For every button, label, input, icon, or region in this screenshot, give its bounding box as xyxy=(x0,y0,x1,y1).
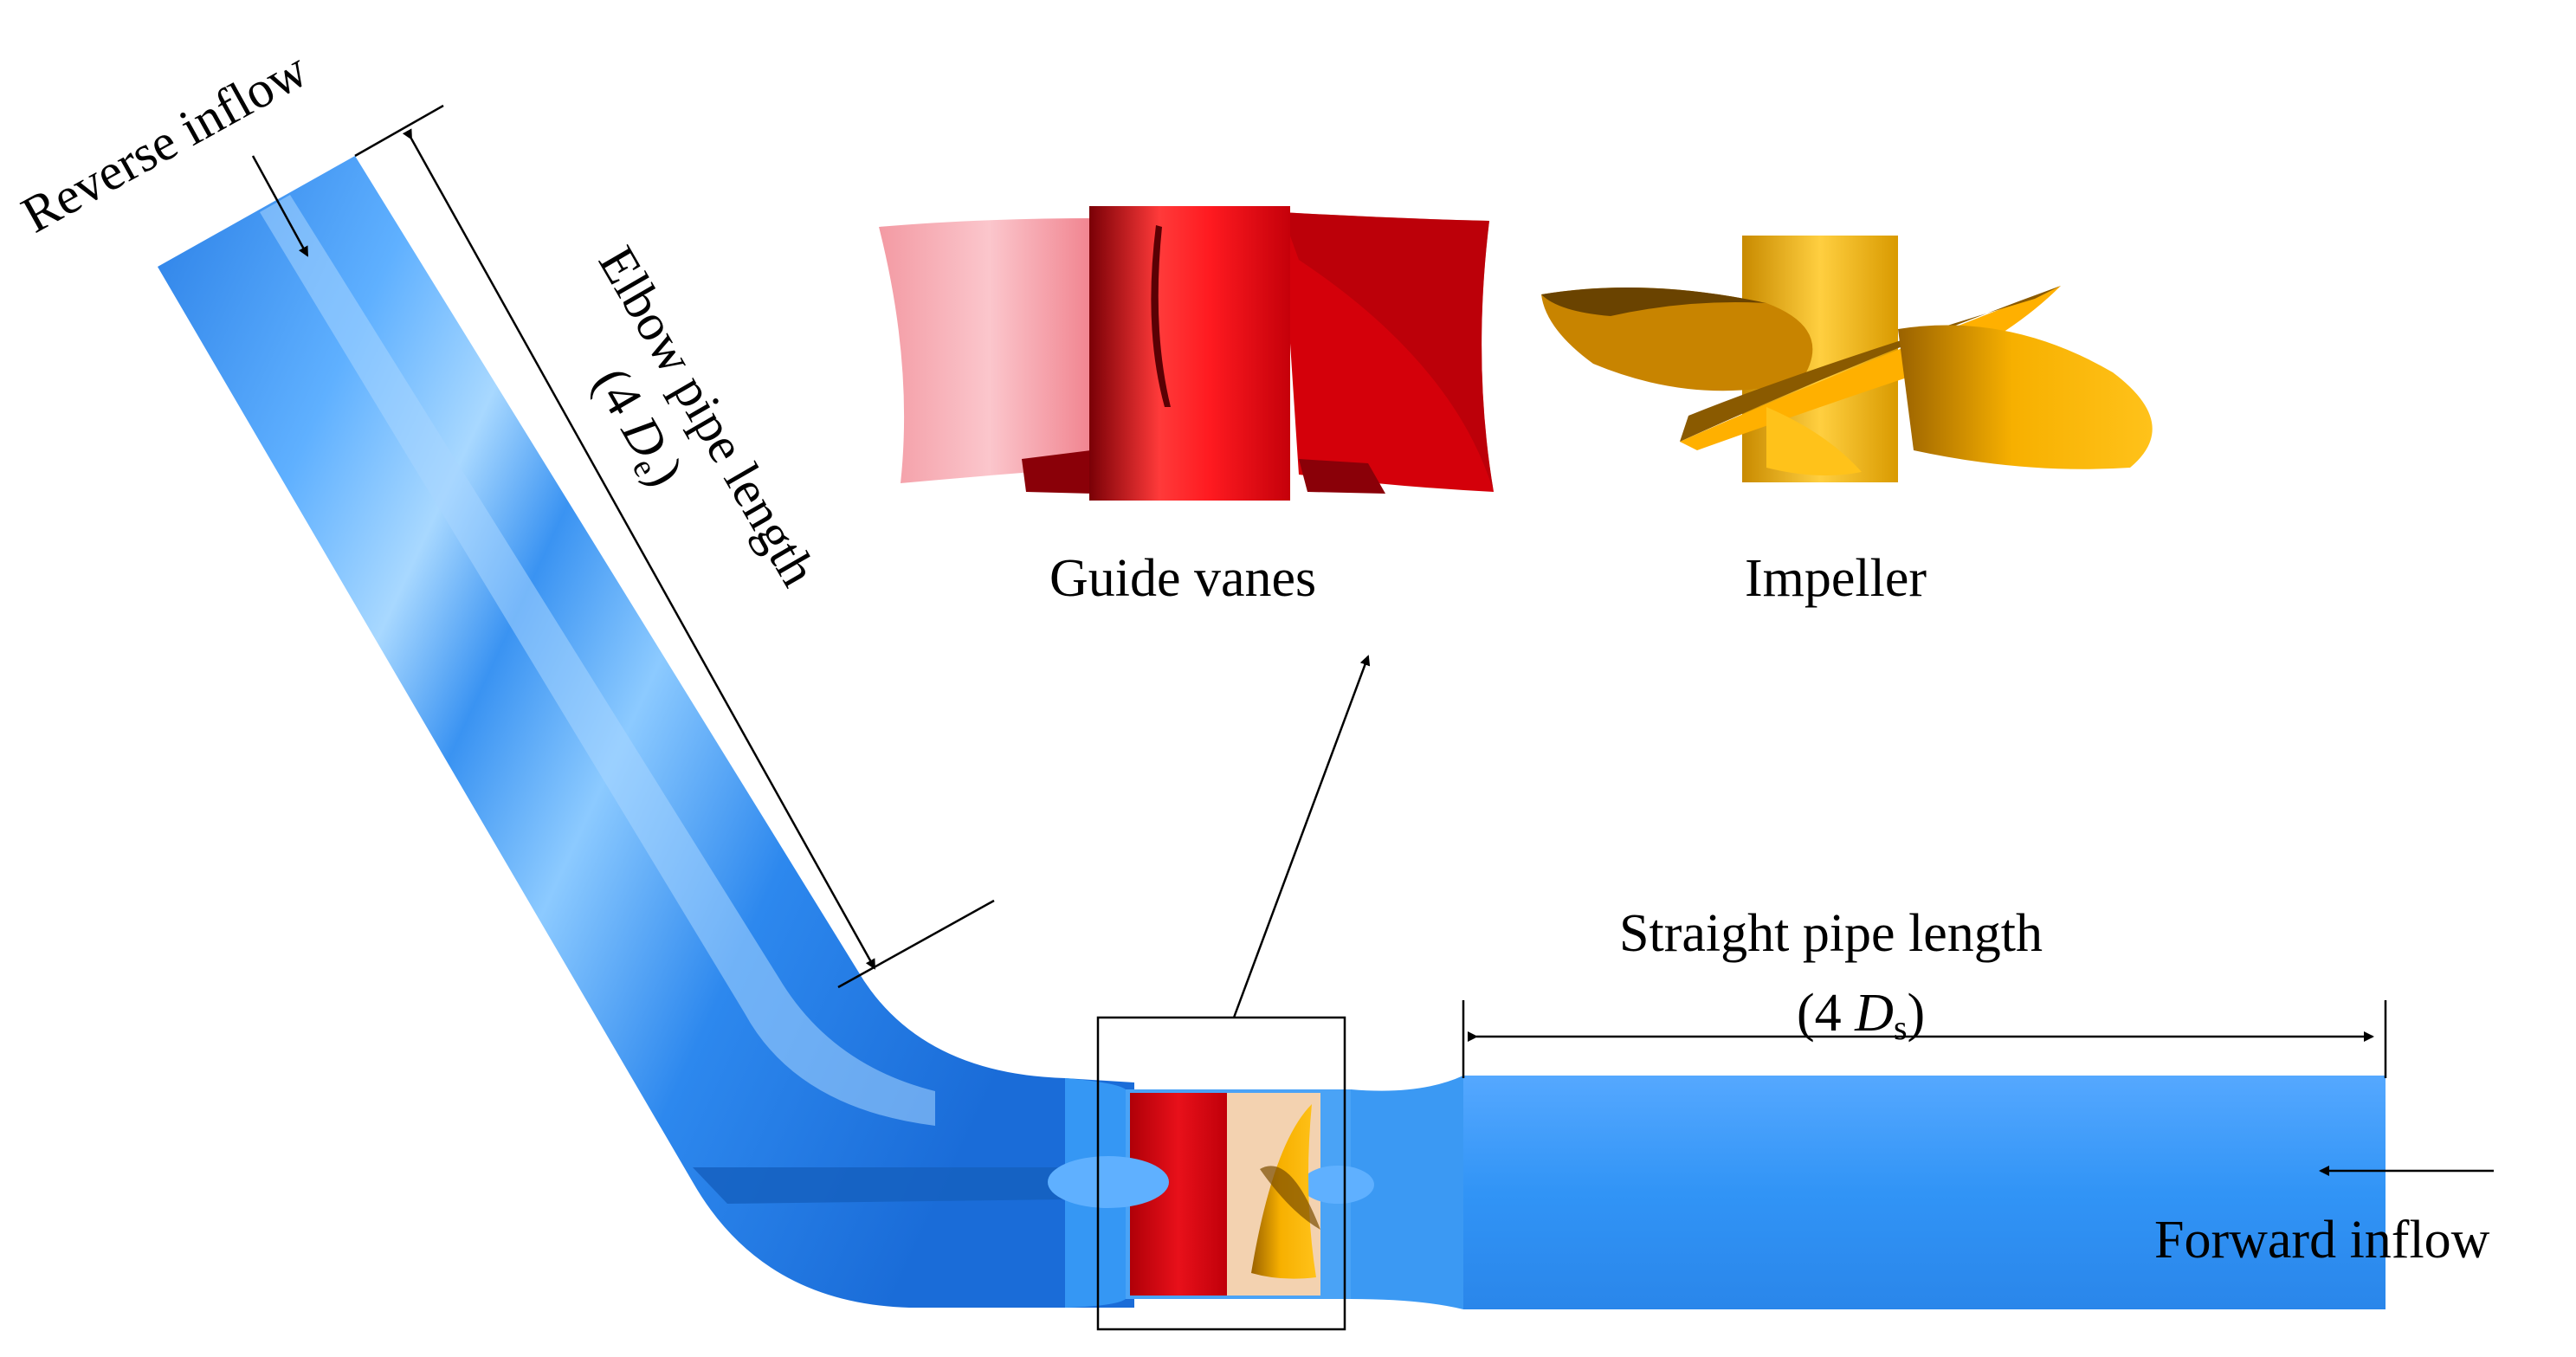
guide-vane-right-shade xyxy=(1282,212,1494,492)
guide-vane-back-left xyxy=(1022,450,1093,494)
pump-hub-tail xyxy=(1301,1166,1374,1204)
guide-vanes-render xyxy=(879,206,1494,501)
pump-guide-vanes-ring xyxy=(1227,1093,1244,1296)
guide-vane-hub-shadow xyxy=(1151,225,1171,407)
straight-dim-close: ) xyxy=(1908,984,1926,1043)
straight-pipe xyxy=(1463,1076,2386,1309)
straight-dim-symbol: D xyxy=(1854,984,1894,1043)
pump-hub-nose xyxy=(1048,1156,1169,1208)
elbow-extension-top xyxy=(354,104,444,158)
diffuser-pipe xyxy=(1351,1076,1463,1309)
straight-length-label: Straight pipe length xyxy=(1619,904,2043,963)
straight-dim-sub: s xyxy=(1894,1008,1908,1047)
guide-vanes-label: Guide vanes xyxy=(1049,549,1316,608)
impeller-blade-front xyxy=(1766,407,1862,475)
forward-inflow-label: Forward inflow xyxy=(2154,1211,2490,1270)
drive-shaft xyxy=(693,1167,1065,1204)
impeller-label: Impeller xyxy=(1745,549,1927,608)
reverse-inflow-arrow xyxy=(251,155,309,257)
impeller-render xyxy=(1541,236,2153,482)
detail-pointer-arrow xyxy=(1232,655,1371,1018)
annotations xyxy=(251,104,2494,1331)
pump-detail-box xyxy=(1096,1016,1346,1331)
impeller-blade-left-top xyxy=(1541,288,1766,316)
guide-vane-pink xyxy=(879,218,1100,483)
impeller-blade-right xyxy=(1898,325,2153,469)
elbow-extension-bottom xyxy=(837,899,995,989)
impeller-blade-main-shade xyxy=(1680,286,2061,442)
guide-vane-hub xyxy=(1089,206,1290,501)
guide-vane-back-right xyxy=(1299,459,1385,494)
elbow-dimension-line xyxy=(402,128,876,970)
pump-impeller-shadow xyxy=(1260,1166,1320,1230)
straight-dimension-label: (4 Ds) xyxy=(1797,984,1925,1047)
straight-dim-open: (4 xyxy=(1797,984,1855,1043)
